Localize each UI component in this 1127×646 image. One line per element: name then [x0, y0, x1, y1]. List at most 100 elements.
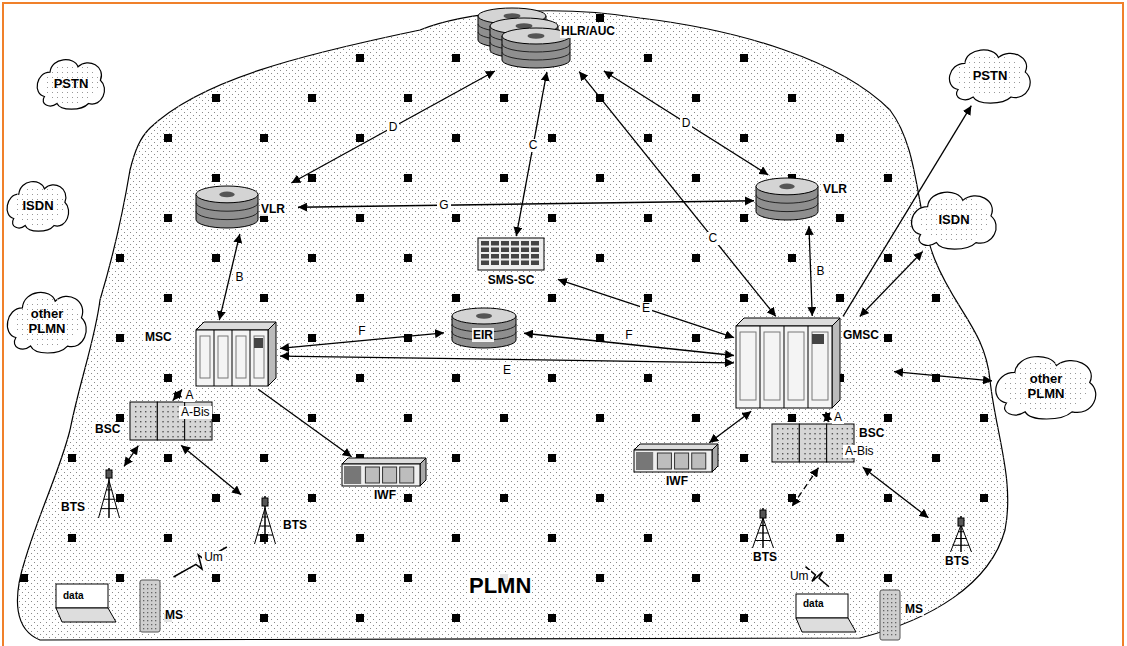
interface-label: A-Bis — [843, 445, 876, 458]
cloud-stipple — [956, 209, 957, 210]
cloud-stipple — [47, 92, 48, 93]
cloud-stipple — [1030, 368, 1031, 369]
building-window — [501, 254, 509, 259]
cloud-stipple — [936, 224, 937, 225]
cloud-stipple — [1015, 393, 1016, 394]
bsc-dot — [852, 433, 853, 434]
cloud-stipple — [72, 102, 73, 103]
laptop-base — [56, 608, 116, 622]
cloud-stipple — [976, 224, 977, 225]
phone-dot — [895, 602, 896, 603]
bsc-dot — [847, 433, 848, 434]
bsc-dot — [167, 431, 168, 432]
cloud-stipple — [959, 67, 960, 68]
cloud-stipple — [57, 209, 58, 210]
cloud-stipple — [969, 87, 970, 88]
bsc-dot — [177, 436, 178, 437]
cloud-stipple — [1025, 398, 1026, 399]
element-label: BTS — [60, 500, 86, 514]
bsc-dot — [819, 448, 820, 449]
tower-antenna — [958, 518, 964, 526]
bsc-dot — [200, 431, 201, 432]
phone-dot — [891, 614, 892, 615]
cloud-stipple — [1009, 62, 1010, 63]
cloud-stipple — [989, 57, 990, 58]
bsc-dot — [177, 431, 178, 432]
icon-group — [56, 580, 160, 632]
cloud-outline — [911, 192, 996, 249]
element-label: ISDN — [937, 212, 970, 227]
phone-dot — [883, 610, 884, 611]
cloud-stipple — [1020, 383, 1021, 384]
bsc-dot — [837, 438, 838, 439]
cloud-stipple — [1019, 67, 1020, 68]
network-element: BTS — [738, 508, 804, 566]
bsc-dot — [792, 453, 793, 454]
cloud-stipple — [966, 209, 967, 210]
element-label: MS — [164, 608, 184, 622]
cloud-stipple — [1045, 408, 1046, 409]
cloud-stipple — [77, 319, 78, 320]
cloud-stipple — [72, 324, 73, 325]
bsc-dot — [145, 436, 146, 437]
cloud-stipple — [57, 97, 58, 98]
cloud-stipple — [37, 219, 38, 220]
tower-brace — [262, 517, 267, 518]
cloud-stipple — [1070, 368, 1071, 369]
cloud-stipple — [931, 219, 932, 220]
interface-line — [298, 201, 754, 207]
cloud-stipple — [37, 304, 38, 305]
interface-label: F — [623, 329, 634, 342]
bsc-dot — [210, 421, 211, 422]
bsc-dot — [145, 406, 146, 407]
cloud-stipple — [37, 214, 38, 215]
iwf-block — [344, 466, 361, 484]
cloud-stipple — [1035, 363, 1036, 364]
bsc-dot — [792, 428, 793, 429]
cloud-stipple — [1045, 403, 1046, 404]
phone-dot — [155, 588, 156, 589]
building-window — [521, 261, 529, 266]
element-label: SMS-SC — [487, 273, 536, 287]
drum-ring — [502, 52, 570, 60]
bsc-dot — [797, 443, 798, 444]
cloud-stipple — [57, 199, 58, 200]
bsc-dot — [195, 431, 196, 432]
interface-line — [558, 279, 734, 337]
icon-group — [772, 424, 854, 462]
bsc-dot — [150, 421, 151, 422]
cloud-stipple — [1075, 383, 1076, 384]
bsc-dot — [162, 411, 163, 412]
icon-group — [478, 238, 544, 270]
cloud-stipple — [931, 234, 932, 235]
cloud-stipple — [1020, 403, 1021, 404]
phone-body — [880, 590, 900, 640]
bsc-dot — [782, 458, 783, 459]
bsc-dot — [787, 428, 788, 429]
cloud-stipple — [956, 199, 957, 200]
network-element: other PLMN — [994, 352, 1098, 420]
cloud-stipple — [57, 67, 58, 68]
cloud-stipple — [1045, 368, 1046, 369]
bsc-dot — [200, 436, 201, 437]
bsc-dot — [842, 433, 843, 434]
phone-dot — [143, 584, 144, 585]
phone-dot — [883, 594, 884, 595]
bsc-dot — [777, 428, 778, 429]
cloud-stipple — [17, 204, 18, 205]
cloud-stipple — [1014, 87, 1015, 88]
cloud-stipple — [17, 199, 18, 200]
iwf-panel — [675, 453, 689, 469]
phone-dot — [155, 624, 156, 625]
cloud-stipple — [961, 229, 962, 230]
bsc-dot — [140, 426, 141, 427]
network-element: ISDN — [6, 178, 70, 232]
phone-dot — [887, 630, 888, 631]
cloud-stipple — [47, 82, 48, 83]
network-element: SMS-SC — [466, 238, 556, 290]
bsc-dot — [195, 436, 196, 437]
interface-line — [124, 446, 138, 467]
element-label: MSC — [144, 330, 173, 344]
interface-label: C — [527, 139, 540, 152]
cloud-stipple — [1014, 62, 1015, 63]
